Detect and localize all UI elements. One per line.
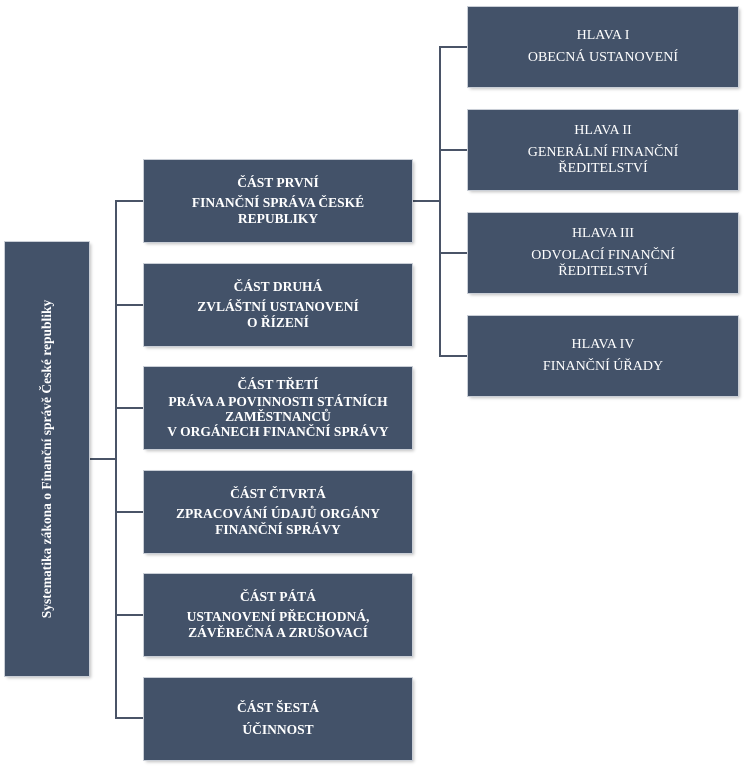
chapter-title: HLAVA IV: [571, 337, 635, 352]
part-node-4: ČÁST ČTVRTÁ ZPRACOVÁNÍ ÚDAJŮ ORGÁNY FINA…: [144, 471, 412, 553]
part-node-2: ČÁST DRUHÁ ZVLÁŠTNÍ USTANOVENÍ O ŘÍZENÍ: [144, 264, 412, 346]
part-title: ČÁST PÁTÁ: [240, 589, 316, 604]
part-text: ZÁVĚREČNÁ A ZRUŠOVACÍ: [188, 625, 368, 640]
part-text: FINANČNÍ SPRÁVA ČESKÉ: [191, 195, 365, 210]
part-text: V ORGÁNECH FINANČNÍ SPRÁVY: [167, 424, 389, 439]
chapter-title: HLAVA II: [574, 123, 632, 138]
part-text: USTANOVENÍ PŘECHODNÁ,: [186, 609, 370, 624]
part-5-connector: [115, 614, 144, 616]
part-2-connector: [115, 304, 144, 306]
part-title: ČÁST PRVNÍ: [237, 175, 319, 190]
chapter-node-2: HLAVA II GENERÁLNÍ FINANČNÍ ŘEDITELSTVÍ: [468, 110, 738, 190]
chapter-1-connector: [439, 46, 468, 48]
part-text: REPUBLIKY: [237, 211, 319, 226]
part-node-3: ČÁST TŘETÍ PRÁVA A POVINNOSTI STÁTNÍCH Z…: [144, 367, 412, 449]
chapter-text: FINANČNÍ ÚŘADY: [542, 359, 664, 374]
part-title: ČÁST DRUHÁ: [233, 279, 323, 294]
chapter-text: OBECNÁ USTANOVENÍ: [527, 50, 679, 65]
part-text: FINANČNÍ SPRÁVY: [215, 522, 341, 537]
chapter-text: GENERÁLNÍ FINANČNÍ: [527, 145, 679, 160]
part-node-5: ČÁST PÁTÁ USTANOVENÍ PŘECHODNÁ, ZÁVĚREČN…: [144, 574, 412, 656]
root-connector: [89, 458, 116, 460]
part-1-connector: [115, 200, 144, 202]
root-node: Systematika zákona o Finanční správě Čes…: [5, 242, 89, 676]
part-text: ÚČINNOST: [242, 722, 314, 737]
part-3-connector: [115, 407, 144, 409]
chapters-connector: [412, 200, 440, 202]
chapter-3-connector: [439, 252, 468, 254]
chapter-text: ŘEDITELSTVÍ: [558, 264, 648, 279]
chapter-text: ODVOLACÍ FINANČNÍ: [531, 248, 675, 263]
chapter-2-connector: [439, 149, 468, 151]
chapter-4-connector: [439, 355, 468, 357]
part-text: ZAMĚSTNANCŮ: [225, 409, 331, 424]
part-title: ČÁST TŘETÍ: [237, 377, 319, 392]
chapter-text: ŘEDITELSTVÍ: [558, 161, 648, 176]
chapter-title: HLAVA I: [576, 28, 630, 43]
chapter-title: HLAVA III: [571, 226, 635, 241]
root-label: Systematika zákona o Finanční správě Čes…: [39, 299, 54, 619]
chapter-node-3: HLAVA III ODVOLACÍ FINANČNÍ ŘEDITELSTVÍ: [468, 213, 738, 293]
part-title: ČÁST ČTVRTÁ: [230, 486, 326, 501]
chapter-node-4: HLAVA IV FINANČNÍ ÚŘADY: [468, 316, 738, 396]
part-text: O ŘÍZENÍ: [247, 315, 309, 330]
part-node-6: ČÁST ŠESTÁ ÚČINNOST: [144, 678, 412, 760]
parts-trunk: [115, 200, 117, 719]
chapter-node-1: HLAVA I OBECNÁ USTANOVENÍ: [468, 7, 738, 87]
part-4-connector: [115, 511, 144, 513]
part-text: ZVLÁŠTNÍ USTANOVENÍ: [197, 299, 359, 314]
part-title: ČÁST ŠESTÁ: [237, 700, 319, 715]
part-node-1: ČÁST PRVNÍ FINANČNÍ SPRÁVA ČESKÉ REPUBLI…: [144, 160, 412, 242]
part-text: ZPRACOVÁNÍ ÚDAJŮ ORGÁNY: [176, 506, 380, 521]
part-text: PRÁVA A POVINNOSTI STÁTNÍCH: [168, 394, 388, 409]
chapters-trunk: [439, 46, 441, 357]
part-6-connector: [115, 717, 144, 719]
